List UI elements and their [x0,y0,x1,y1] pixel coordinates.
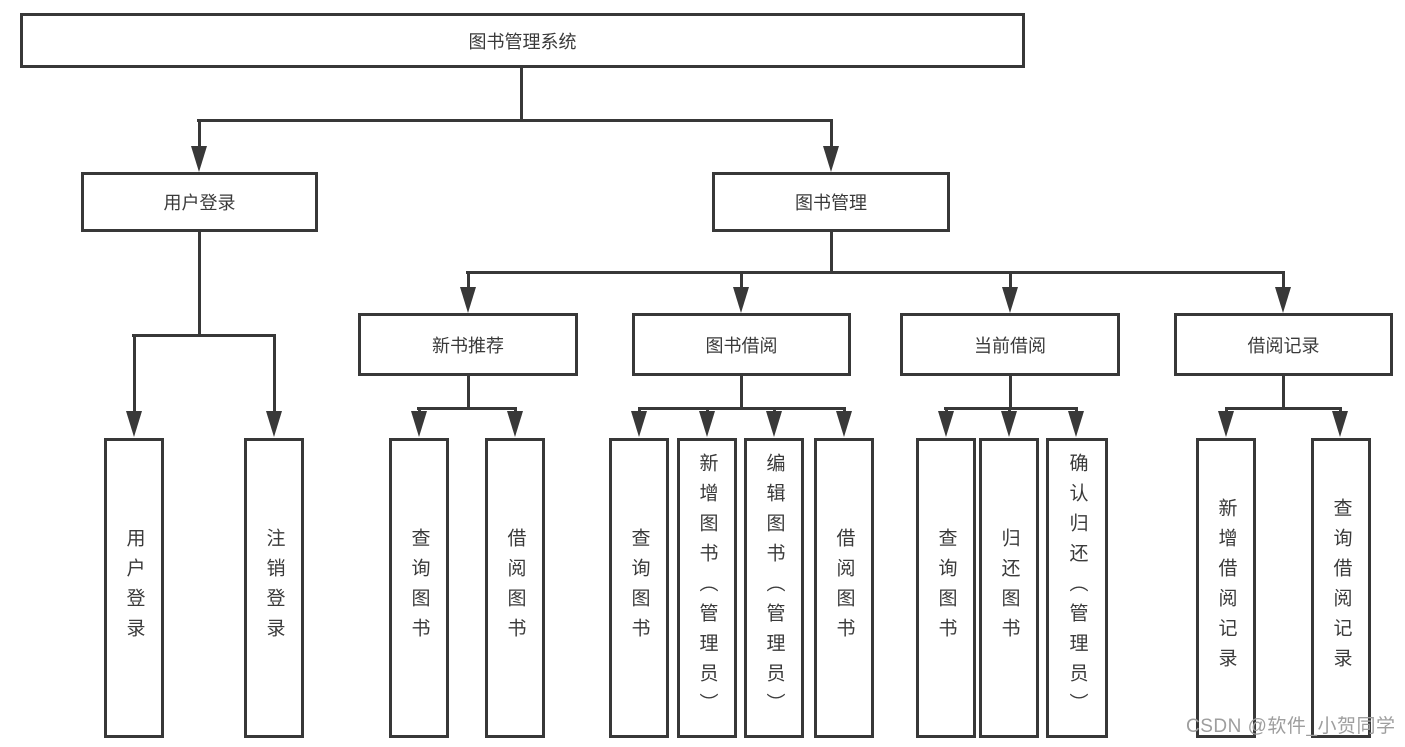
arrowhead-to-query-books-current [938,411,954,437]
connector-book-borrow-stem [740,376,743,409]
connector-new-book-bar [417,407,517,410]
leaf-edit-books-admin: 编辑图书（管理员） [744,438,804,738]
connector-book-management-stem [830,232,833,273]
leaf-return-books: 归还图书 [979,438,1039,738]
connector-user-login-bar [132,334,276,337]
node-borrow-record: 借阅记录 [1174,313,1393,376]
leaf-label: 归还图书 [998,528,1020,648]
node-label: 新书推荐 [432,335,504,356]
arrowhead-to-user-login [191,146,207,172]
leaf-query-borrow-record: 查询借阅记录 [1311,438,1371,738]
connector-book-management-bar [466,271,1284,274]
connector-root-stem [520,68,523,120]
connector-user-login-stem [198,232,201,335]
connector-root-bar [197,119,833,122]
leaf-label: 查询图书 [628,528,650,648]
connector-drop-new-book-recommend [467,271,470,290]
leaf-label: 确认归还（管理员） [1066,453,1088,723]
connector-drop-leaf-user-login [133,334,136,412]
leaf-add-books-admin: 新增图书（管理员） [677,438,737,738]
arrowhead-to-add-books-admin [699,411,715,437]
leaf-label: 查询借阅记录 [1330,498,1352,678]
leaf-label: 新增借阅记录 [1215,498,1237,678]
leaf-query-books-borrow: 查询图书 [609,438,669,738]
arrowhead-to-borrow-books-recommend [507,411,523,437]
csdn-watermark: CSDN @软件_小贺同学 [1186,716,1396,737]
arrowhead-to-add-borrow-record [1218,411,1234,437]
leaf-label: 编辑图书（管理员） [763,453,785,723]
connector-current-borrow-bar [944,407,1078,410]
node-book-management: 图书管理 [712,172,950,232]
leaf-borrow-books: 借阅图书 [814,438,874,738]
connector-drop-user-login [198,119,201,148]
node-new-book-recommend: 新书推荐 [358,313,578,376]
leaf-query-books-recommend: 查询图书 [389,438,449,738]
leaf-label: 用户登录 [123,528,145,648]
node-label: 图书管理系统 [468,31,577,52]
node-label: 图书借阅 [705,335,778,356]
node-book-borrow: 图书借阅 [632,313,851,376]
arrowhead-to-query-books-borrow [631,411,647,437]
leaf-label: 借阅图书 [504,528,526,648]
leaf-label: 借阅图书 [833,528,855,648]
connector-drop-borrow-record [1282,271,1285,290]
node-user-login: 用户登录 [81,172,318,232]
arrowhead-to-book-management [823,146,839,172]
arrowhead-to-confirm-return [1068,411,1084,437]
connector-drop-book-management [830,119,833,148]
arrowhead-to-return-books [1001,411,1017,437]
connector-drop-current-borrow [1009,271,1012,290]
leaf-user-login: 用户登录 [104,438,164,738]
connector-current-borrow-stem [1009,376,1012,409]
node-root-library-system: 图书管理系统 [20,13,1025,68]
connector-book-borrow-bar [638,407,845,410]
arrowhead-to-current-borrow [1002,287,1018,313]
arrowhead-to-book-borrow [733,287,749,313]
arrowhead-to-query-books-recommend [411,411,427,437]
connector-new-book-stem [467,376,470,409]
arrowhead-to-leaf-user-login [126,411,142,437]
node-label: 图书管理 [795,193,867,213]
node-label: 用户登录 [163,193,236,213]
arrowhead-to-borrow-books [836,411,852,437]
leaf-borrow-books-recommend: 借阅图书 [485,438,545,738]
arrowhead-to-edit-books-admin [766,411,782,437]
node-label: 借阅记录 [1247,335,1320,356]
arrowhead-to-new-book-recommend [460,287,476,313]
connector-borrow-record-stem [1282,376,1285,409]
connector-drop-book-borrow [740,271,743,290]
leaf-label: 查询图书 [935,528,957,648]
arrowhead-to-borrow-record [1275,287,1291,313]
leaf-logout: 注销登录 [244,438,304,738]
node-current-borrow: 当前借阅 [900,313,1120,376]
node-label: 当前借阅 [974,335,1046,356]
leaf-label: 新增图书（管理员） [696,453,718,723]
connector-borrow-record-bar [1225,407,1341,410]
connector-drop-leaf-logout [273,334,276,412]
leaf-query-books-current: 查询图书 [916,438,976,738]
leaf-add-borrow-record: 新增借阅记录 [1196,438,1256,738]
arrowhead-to-query-borrow-record [1332,411,1348,437]
leaf-confirm-return-admin: 确认归还（管理员） [1046,438,1108,738]
arrowhead-to-leaf-logout [266,411,282,437]
leaf-label: 注销登录 [263,528,285,648]
leaf-label: 查询图书 [408,528,430,648]
